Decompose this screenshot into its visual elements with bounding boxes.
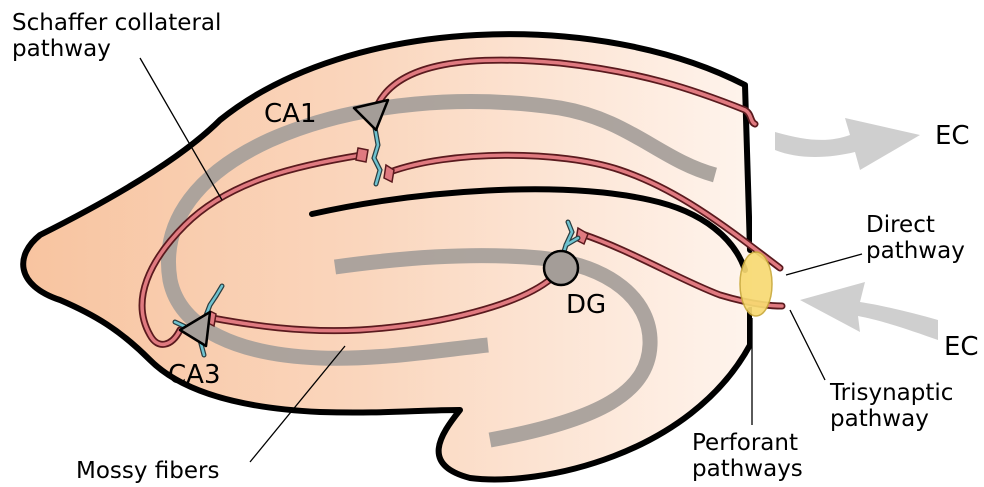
schaffer-label: Schaffer collateral pathway	[12, 10, 229, 62]
ca1-label: CA1	[264, 99, 316, 129]
ec-bottom-label: EC	[944, 332, 979, 362]
ec-top-label: EC	[935, 121, 970, 151]
mossy-fibers-label: Mossy fibers	[76, 458, 219, 484]
perforant-zone	[740, 252, 772, 316]
dg-neuron	[544, 251, 578, 285]
ca3-label: CA3	[168, 360, 220, 390]
perforant-pathways-label: Perforant pathways	[692, 430, 805, 482]
dg-label: DG	[566, 290, 606, 320]
